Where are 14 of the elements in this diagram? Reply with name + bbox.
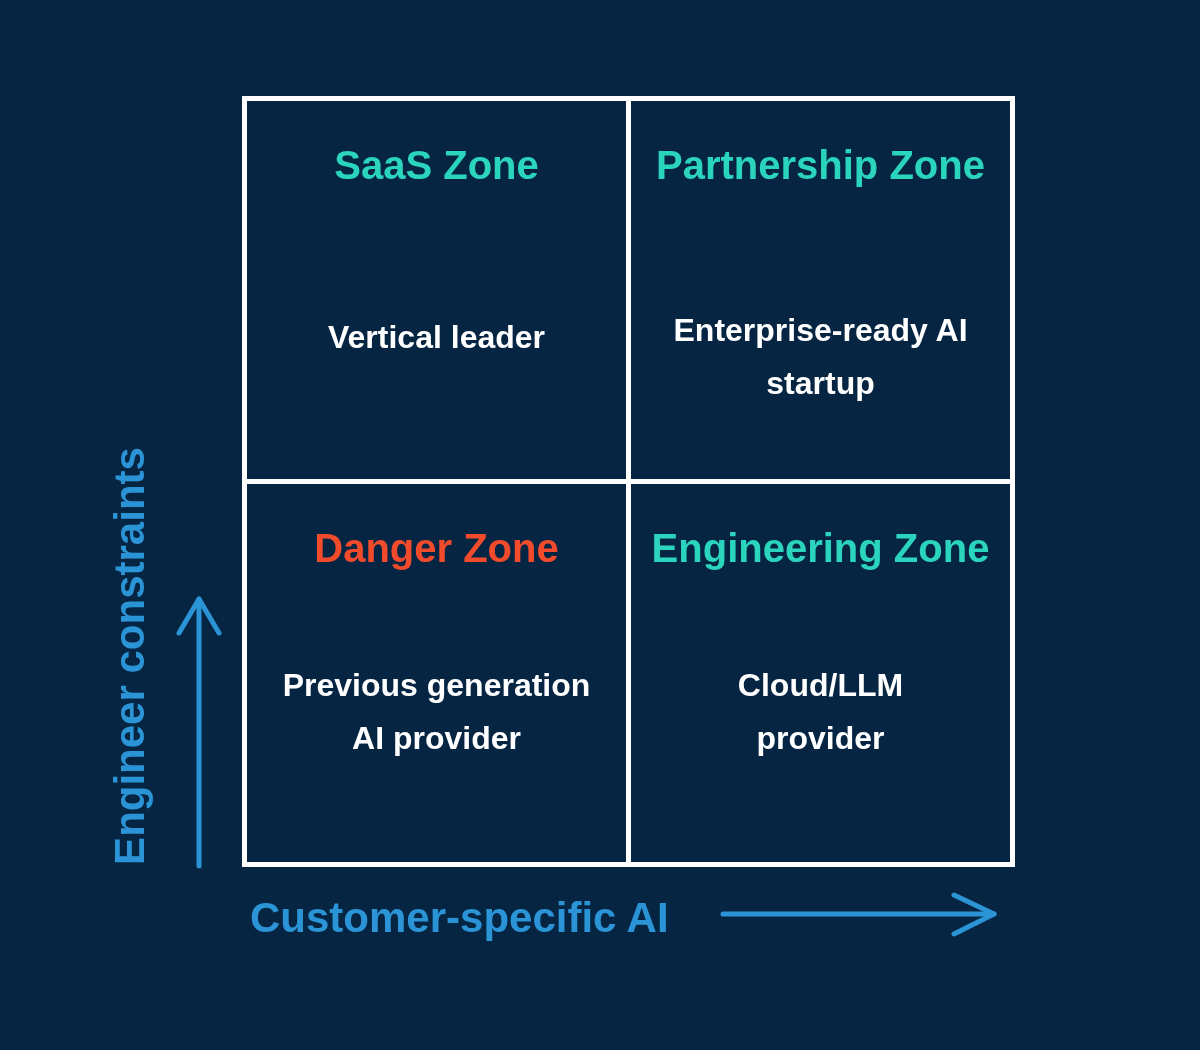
- zone-heading: Partnership Zone: [656, 142, 985, 189]
- axis-label: Customer-specific AI: [250, 893, 669, 943]
- zone-heading: SaaS Zone: [334, 142, 539, 189]
- zone-heading: Engineering Zone: [651, 525, 990, 572]
- zone-description: Enterprise-ready AI startup: [672, 311, 969, 403]
- quadrant-box: [631, 484, 1010, 862]
- quadrant-box: [247, 101, 626, 479]
- axis-label: Engineer constraints: [105, 447, 154, 865]
- quadrant-box: [631, 101, 1010, 479]
- zone-description: Previous generation AI provider: [281, 666, 592, 758]
- zone-description: Cloud/LLM provider: [736, 666, 905, 758]
- quadrant-box: [247, 484, 626, 862]
- zone-description: Vertical leader: [328, 318, 545, 357]
- zone-heading: Danger Zone: [314, 525, 559, 572]
